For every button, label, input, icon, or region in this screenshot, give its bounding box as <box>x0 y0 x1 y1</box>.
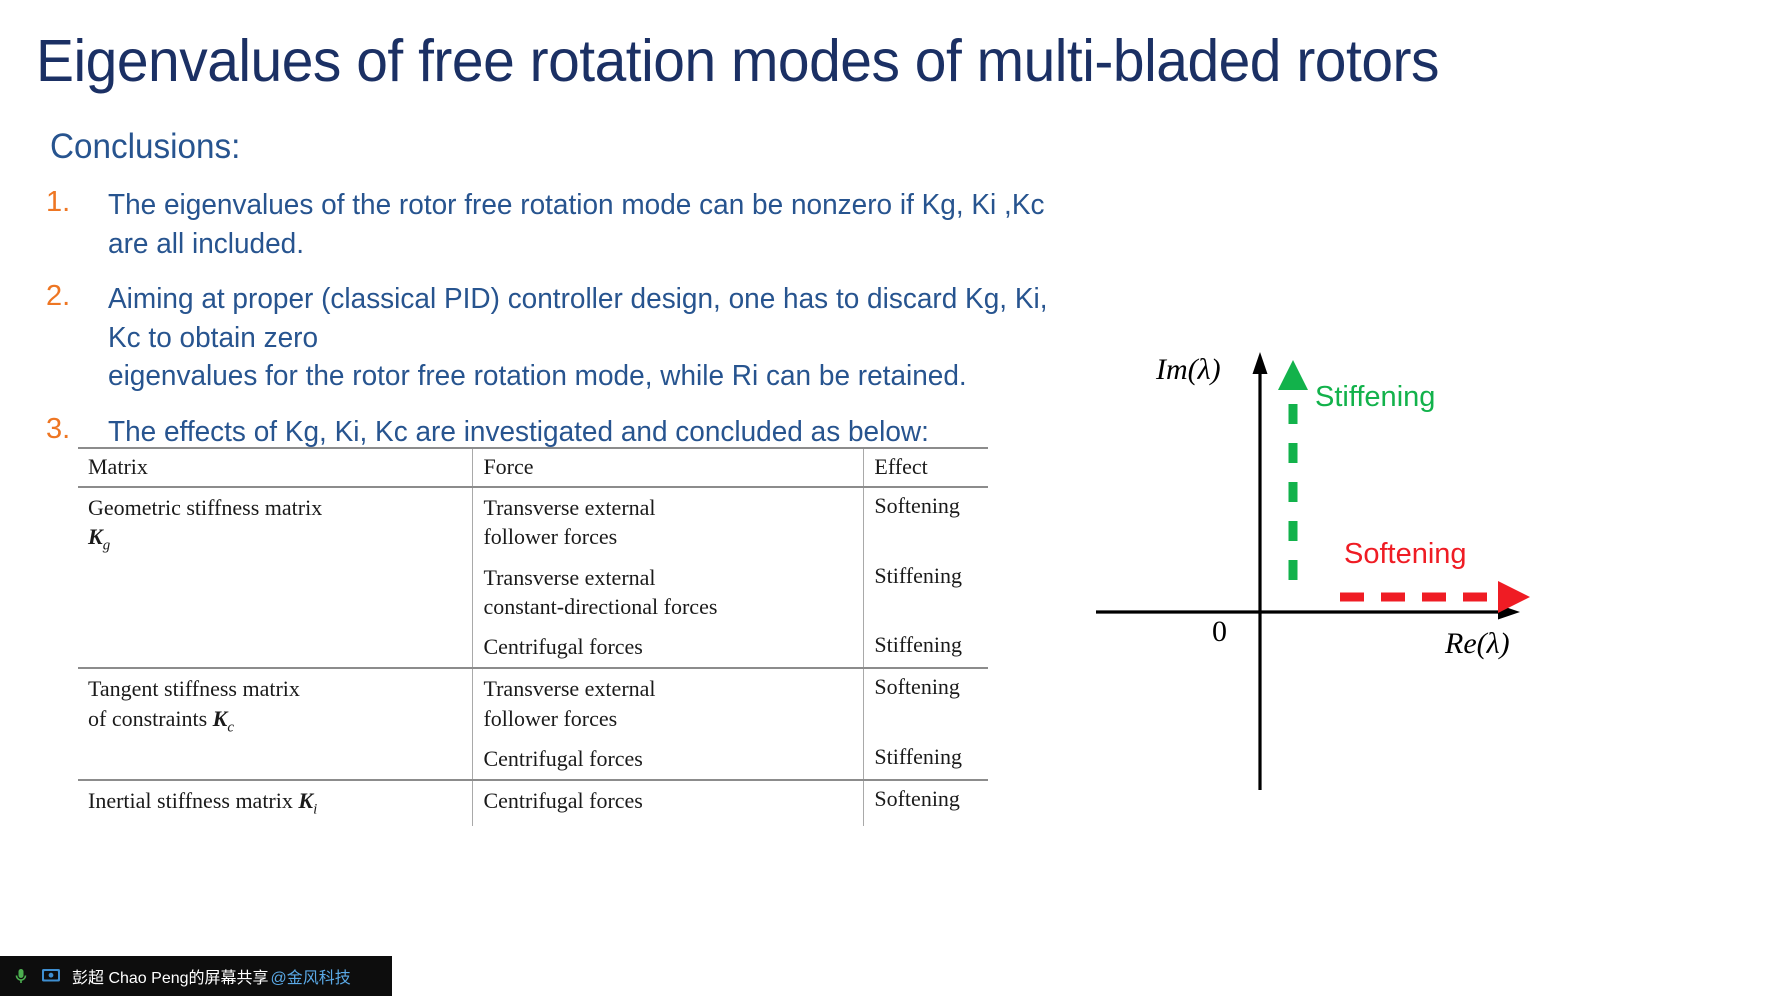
force-line: Transverse external <box>483 676 656 702</box>
force-cell: Transverse external follower forces <box>472 486 864 558</box>
matrix-symbol: Kg <box>88 524 111 554</box>
list-item: 1. The eigenvalues of the rotor free rot… <box>46 186 1106 263</box>
list-marker: 1. <box>46 186 71 218</box>
matrix-name-cont: of constraints Kc <box>88 705 234 735</box>
list-item-text: Aiming at proper (classical PID) control… <box>108 280 1071 396</box>
effect-cell: Softening <box>863 667 988 739</box>
screen-share-taskbar[interactable]: 彭超 Chao Peng的屏幕共享 @金风科技 <box>0 956 392 996</box>
force-cell: Centrifugal forces <box>472 778 864 827</box>
effect-cell: Stiffening <box>863 627 988 669</box>
softening-arrow <box>1340 581 1530 613</box>
softening-label: Softening <box>1344 538 1467 570</box>
table-header-effect: Effect <box>863 447 988 487</box>
matrix-cell: Geometric stiffness matrix Kg <box>78 485 473 669</box>
effect-cell: Softening <box>863 486 988 558</box>
real-axis <box>1096 604 1520 620</box>
effect-cell: Softening <box>863 778 988 827</box>
table-header-force: Force <box>472 447 864 487</box>
matrix-name: Tangent stiffness matrix <box>88 676 300 702</box>
matrix-name: Inertial stiffness matrix Ki <box>88 788 318 818</box>
matrix-name: Geometric stiffness matrix <box>88 495 323 520</box>
list-item-text: The eigenvalues of the rotor free rotati… <box>108 186 1071 263</box>
screen-share-icon[interactable] <box>38 963 64 989</box>
section-heading: Conclusions: <box>50 127 241 166</box>
force-cell: Centrifugal forces <box>472 627 864 669</box>
force-line: Centrifugal forces <box>483 634 643 659</box>
diagram-svg <box>1096 352 1530 790</box>
list-item: 3. The effects of Kg, Ki, Kc are investi… <box>46 413 1106 452</box>
microphone-icon[interactable] <box>8 963 34 989</box>
stiffening-arrow <box>1278 360 1308 580</box>
list-item-line: The effects of Kg, Ki, Kc are investigat… <box>108 415 929 448</box>
force-cell: Transverse external constant-directional… <box>472 557 864 627</box>
list-item-line: eigenvalues for the rotor free rotation … <box>108 360 967 393</box>
effect-cell: Stiffening <box>863 557 988 627</box>
table-row: Inertial stiffness matrix Ki Centrifugal… <box>78 778 988 827</box>
list-item-line: The eigenvalues of the rotor free rotati… <box>108 189 1045 260</box>
imaginary-axis-label: Im(λ) <box>1156 353 1221 386</box>
force-line: Transverse external <box>483 495 656 520</box>
organization-badge: @金风科技 <box>270 970 351 987</box>
list-item: 2. Aiming at proper (classical PID) cont… <box>46 280 1106 396</box>
table-header-row: Matrix Force Effect <box>78 447 988 487</box>
table-row: Geometric stiffness matrix Kg Transverse… <box>78 485 988 669</box>
table-header-matrix: Matrix <box>78 447 473 487</box>
force-cell: Transverse external follower forces <box>472 667 864 739</box>
force-line: follower forces <box>483 524 618 550</box>
force-line: Centrifugal forces <box>483 745 643 771</box>
screen-share-label: 彭超 Chao Peng的屏幕共享 <box>72 970 269 987</box>
imaginary-axis <box>1252 352 1268 790</box>
stiffening-label: Stiffening <box>1315 381 1436 413</box>
origin-label: 0 <box>1212 615 1227 648</box>
conclusions-list: 1. The eigenvalues of the rotor free rot… <box>46 186 1106 468</box>
force-line: Transverse external <box>483 564 656 590</box>
effect-cell: Stiffening <box>863 738 988 780</box>
list-item-text: The effects of Kg, Ki, Kc are investigat… <box>108 413 1071 452</box>
table-row: Tangent stiffness matrix of constraints … <box>78 667 988 780</box>
effects-table-wrapper: Matrix Force Effect Geometric stiffness … <box>78 447 988 827</box>
matrix-cell: Tangent stiffness matrix of constraints … <box>78 667 473 780</box>
force-line: constant-directional forces <box>483 593 718 619</box>
list-marker: 3. <box>46 412 71 445</box>
force-cell: Centrifugal forces <box>472 738 864 780</box>
force-line: follower forces <box>483 705 618 731</box>
effects-table: Matrix Force Effect Geometric stiffness … <box>78 447 988 827</box>
real-axis-label: Re(λ) <box>1445 627 1510 660</box>
list-item-line: Aiming at proper (classical PID) control… <box>108 283 1048 354</box>
page-title: Eigenvalues of free rotation modes of mu… <box>36 28 1439 94</box>
table-row: Centrifugal forces Stiffening <box>78 738 988 780</box>
table-row: Transverse external constant-directional… <box>78 557 988 627</box>
table-row: Centrifugal forces Stiffening <box>78 627 988 669</box>
force-line: Centrifugal forces <box>483 788 643 813</box>
matrix-cell: Inertial stiffness matrix Ki <box>78 778 473 827</box>
list-marker: 2. <box>46 280 71 313</box>
complex-plane-diagram: Im(λ) Re(λ) 0 Stiffening Softening <box>1090 340 1550 810</box>
